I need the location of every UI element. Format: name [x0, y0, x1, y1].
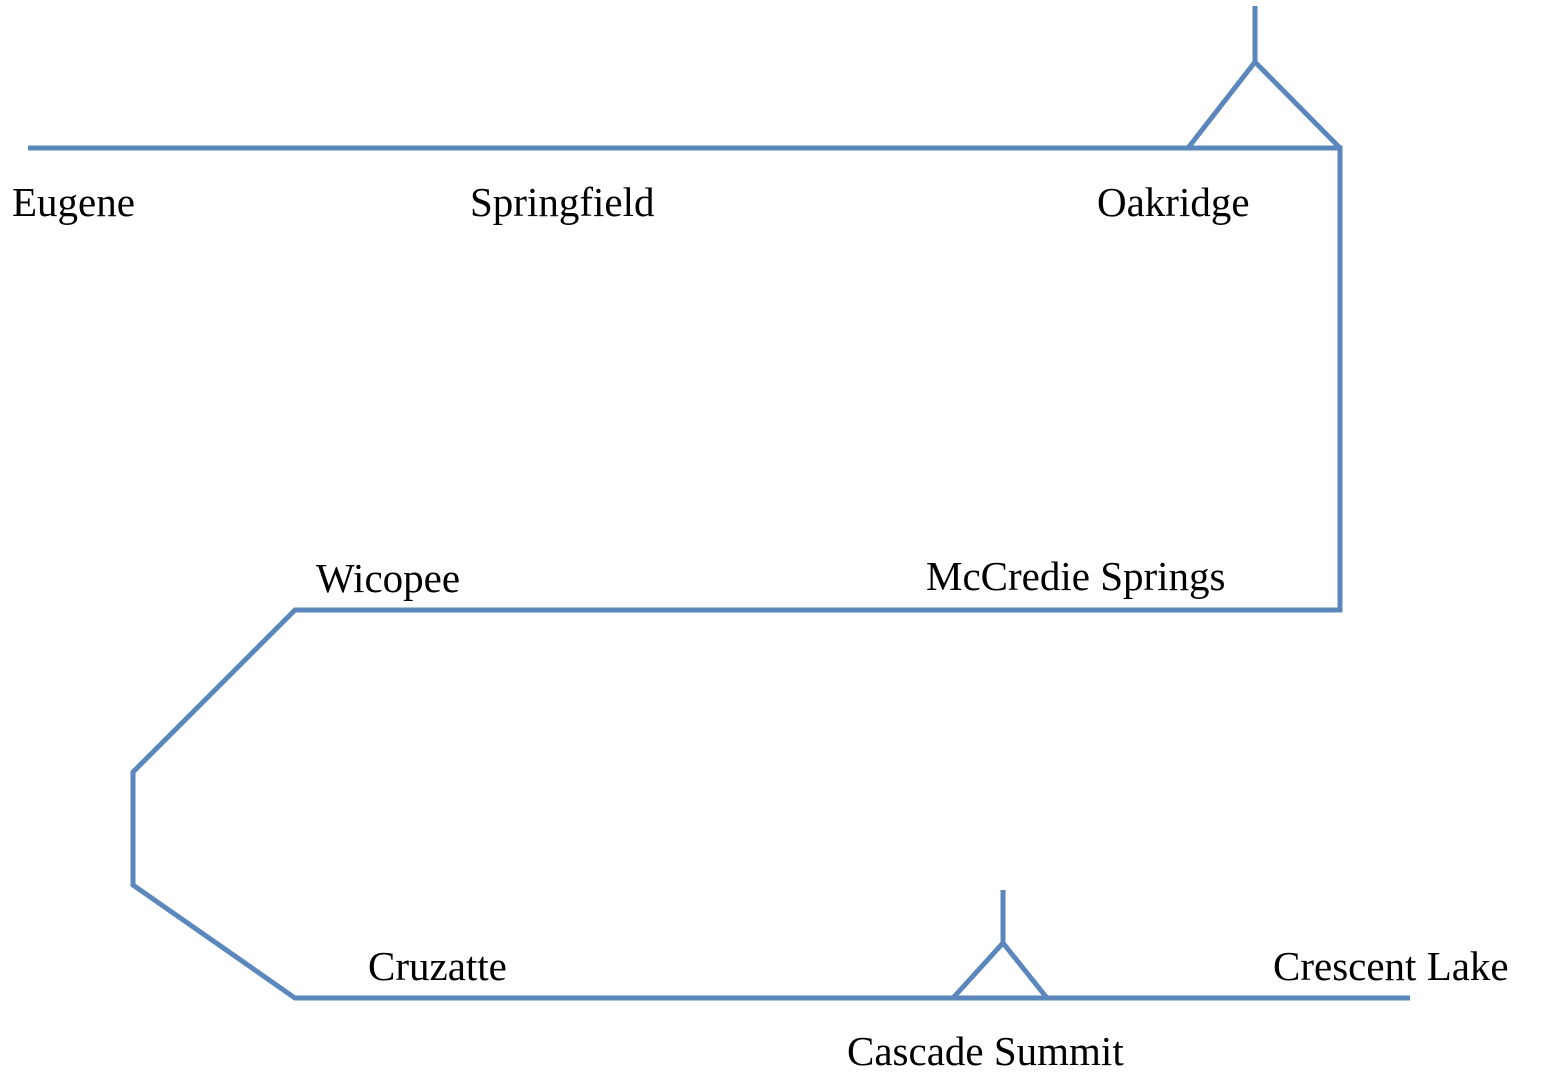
station-label-oakridge: Oakridge [1097, 179, 1250, 225]
station-label-crescent-lake: Crescent Lake [1273, 943, 1509, 989]
station-label-eugene: Eugene [12, 179, 135, 225]
cascade-summit-wye-junction [951, 890, 1049, 1000]
station-label-mccredie-springs: McCredie Springs [926, 553, 1226, 599]
station-label-cascade-summit: Cascade Summit [847, 1028, 1124, 1073]
oakridge-wye-triangle [1186, 58, 1342, 150]
station-label-cruzatte: Cruzatte [368, 943, 507, 989]
main-rail-line [28, 145, 1410, 1001]
oakridge-wye-junction [1186, 6, 1342, 150]
station-label-wicopee: Wicopee [316, 555, 460, 601]
cascade-summit-wye-triangle [951, 939, 1049, 1000]
station-label-springfield: Springfield [470, 179, 654, 225]
